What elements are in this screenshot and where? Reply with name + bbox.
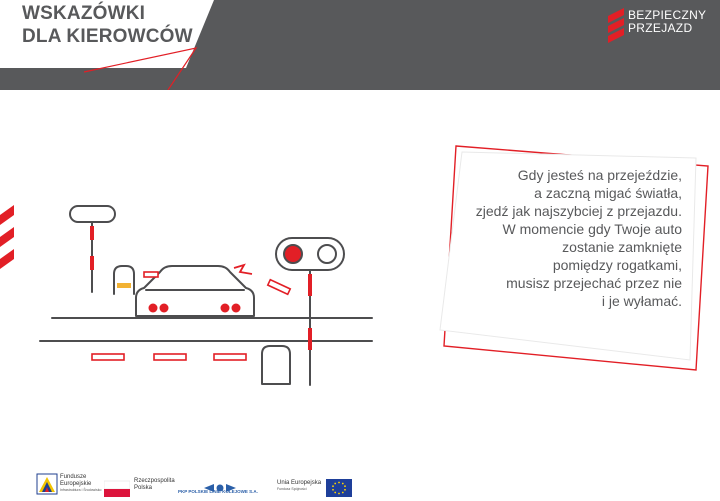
tip-line: pomiędzy rogatkami, — [552, 257, 682, 273]
title-card — [0, 0, 214, 90]
page-title: WSKAZÓWKI DLA KIEROWCÓW — [22, 2, 193, 48]
car-light-right-2 — [231, 303, 241, 313]
title-card-outline — [83, 47, 198, 90]
pkp-plk-label: PKP POLSKIE LINIE KOLEJOWE S.A. — [178, 489, 258, 494]
fundusze-europejskie-label: Fundusze Europejskie Infrastruktura i Śr… — [60, 474, 101, 492]
brand-text: BEZPIECZNY PRZEJAZD — [628, 9, 706, 35]
broken-barrier-crack — [233, 263, 253, 275]
signal-lamp-right — [317, 244, 337, 264]
title-card-shape — [0, 0, 214, 68]
tip-text: Gdy jesteś na przejeździe, a zaczną miga… — [430, 166, 682, 310]
brand-logo: BEZPIECZNY PRZEJAZD — [606, 8, 716, 48]
left-gate-stripes — [90, 226, 94, 270]
signal-lamp-left — [283, 244, 303, 264]
tip-line: zostanie zamknięte — [562, 239, 682, 255]
brand-line2: PRZEJAZD — [628, 21, 693, 35]
lower-barrier — [91, 353, 247, 361]
upper-barrier — [143, 263, 292, 296]
tip-line: zjedź jak najszybciej z przejazdu. — [475, 203, 682, 219]
tip-line: musisz przejechać przez nie — [506, 275, 682, 291]
car-light-left-1 — [148, 303, 158, 313]
page-title-line2: DLA KIEROWCÓW — [22, 26, 193, 47]
pkp-plk-logo-icon — [204, 484, 236, 492]
fundusze-line2: Europejskie — [60, 481, 92, 487]
rzeczpospolita-line2: Polska — [134, 485, 153, 491]
car-light-left-2 — [159, 303, 169, 313]
left-gate-sign — [69, 205, 116, 223]
control-box-light — [117, 283, 131, 288]
tip-line: W momencie gdy Twoje auto — [502, 221, 683, 237]
brand-line1: BEZPIECZNY — [628, 8, 707, 22]
tip-line: i je wyłamać. — [601, 293, 682, 309]
rzeczpospolita-label: Rzeczpospolita Polska — [134, 478, 175, 492]
unia-sub: Fundusz Spójności — [277, 487, 307, 491]
edge-stripes-icon — [0, 205, 14, 269]
signal-post-stripes — [308, 274, 312, 350]
page-title-line1: WSKAZÓWKI — [22, 3, 146, 24]
brand-stripes-icon — [608, 8, 624, 43]
footer-logos: Fundusze Europejskie Infrastruktura i Śr… — [0, 460, 720, 500]
polish-flag-icon — [104, 480, 130, 497]
control-box — [113, 265, 135, 295]
fundusze-line1: Fundusze — [60, 474, 87, 480]
tip-line: Gdy jesteś na przejeździe, — [517, 167, 682, 183]
fundusze-sub: Infrastruktura i Środowisko — [60, 488, 102, 492]
bottom-box — [261, 345, 291, 385]
railway-crossing-illustration — [39, 205, 373, 386]
rzeczpospolita-line1: Rzeczpospolita — [134, 478, 175, 484]
fundusze-europejskie-logo-icon — [36, 473, 58, 495]
car-light-right-1 — [220, 303, 230, 313]
unia-line1: Unia Europejska — [277, 480, 322, 486]
tip-line: a zaczną migać światła, — [534, 185, 682, 201]
eu-flag-icon — [326, 479, 352, 497]
unia-europejska-label: Unia Europejska Fundusz Spójności — [277, 480, 321, 491]
